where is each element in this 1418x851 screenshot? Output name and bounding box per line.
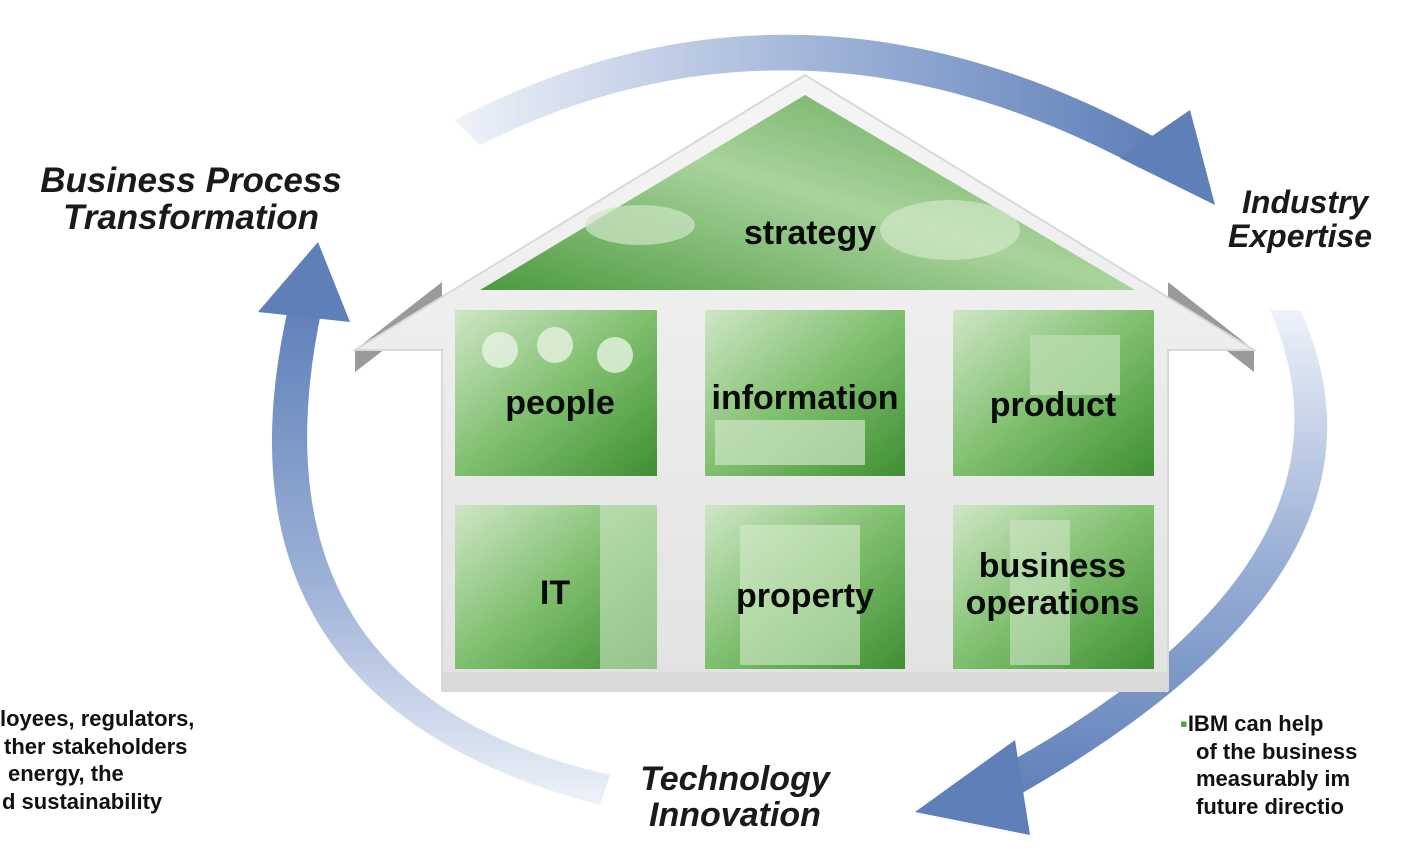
house <box>351 73 1258 692</box>
cell-label-it: IT <box>539 574 571 612</box>
cell-label-product: product <box>989 386 1117 424</box>
roof-label-strategy: strategy <box>743 214 877 252</box>
house-base <box>442 672 1168 692</box>
cell-label-people: people <box>505 384 615 422</box>
left-body-text: loyees, regulators, ther stakeholders en… <box>0 706 195 814</box>
label-business-process: Business Process Transformation <box>40 161 342 237</box>
cell-label-property: property <box>736 577 874 615</box>
arrow-right <box>915 310 1328 835</box>
cell-product <box>953 310 1154 476</box>
cell-it <box>455 505 657 669</box>
roof-strategy <box>480 95 1135 290</box>
cell-information <box>705 310 905 476</box>
right-body-text: ▪IBM can help of the business measurably… <box>1180 711 1358 819</box>
label-industry-expertise: Industry Expertise <box>1228 186 1373 254</box>
cell-label-information: information <box>711 379 899 417</box>
arrow-left <box>258 242 610 805</box>
cell-property <box>705 505 905 669</box>
cell-business-operations <box>953 505 1154 669</box>
bullet-icon: ▪ <box>1180 711 1188 736</box>
label-technology-innovation: Technology Innovation <box>640 760 830 834</box>
arrow-top <box>455 34 1215 205</box>
cell-label-business-operations: business operations <box>965 547 1140 623</box>
cell-people <box>455 310 657 476</box>
